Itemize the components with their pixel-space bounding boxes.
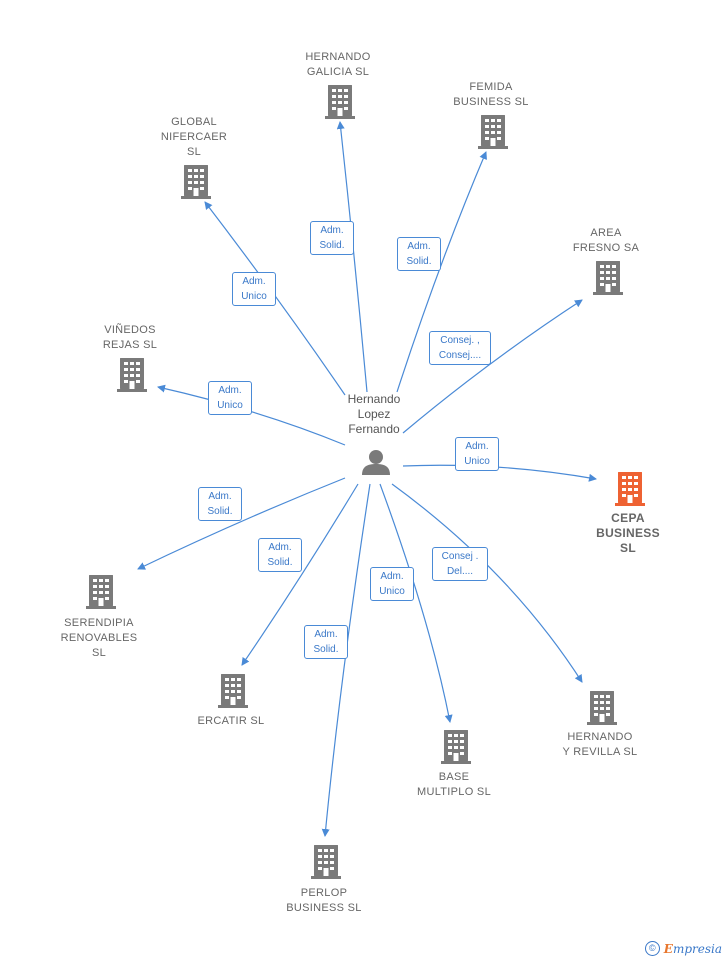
company-label-hernando-y-revilla[interactable]: HERNANDO Y REVILLA SL: [562, 731, 638, 758]
person-icon[interactable]: [362, 450, 390, 475]
role-badge-cepa-business[interactable]: Adm. Unico: [455, 437, 499, 471]
edges-layer: [137, 121, 597, 837]
company-label-femida-business[interactable]: FEMIDA BUSINESS SL: [453, 81, 529, 108]
building-icon-cepa-business[interactable]: [615, 472, 645, 506]
edge-hernando-y-revilla: [391, 483, 583, 683]
footer-brand: © Empresia: [644, 941, 722, 956]
role-badge-base-multiplo[interactable]: Adm. Unico: [370, 567, 414, 601]
brand-logo: Empresia: [663, 941, 722, 956]
company-label-area-fresno[interactable]: AREA FRESNO SA: [572, 227, 640, 254]
company-label-hernando-galicia[interactable]: HERNANDO GALICIA SL: [305, 51, 371, 78]
person-name-label[interactable]: Hernando Lopez Fernando: [347, 392, 401, 436]
building-icon-vinedos-rejas[interactable]: [117, 358, 147, 392]
role-badge-ercatir[interactable]: Adm. Solid.: [258, 538, 302, 572]
building-icon-global-nifercaer[interactable]: [181, 165, 211, 199]
role-badge-hernando-galicia[interactable]: Adm. Solid.: [310, 221, 354, 255]
edge-cepa-business: [402, 464, 597, 482]
building-icon-perlop-business[interactable]: [311, 845, 341, 879]
copyright-icon: ©: [644, 941, 660, 956]
role-badge-serendipia-renovables[interactable]: Adm. Solid.: [198, 487, 242, 521]
building-icon-hernando-y-revilla[interactable]: [587, 691, 617, 725]
role-badge-vinedos-rejas[interactable]: Adm. Unico: [208, 381, 252, 415]
role-badge-global-nifercaer[interactable]: Adm. Unico: [232, 272, 276, 306]
company-label-ercatir[interactable]: ERCATIR SL: [197, 715, 265, 727]
edge-base-multiplo: [379, 483, 453, 723]
edge-ercatir: [241, 483, 359, 666]
edge-area-fresno: [402, 299, 583, 434]
company-label-vinedos-rejas[interactable]: VIÑEDOS REJAS SL: [102, 324, 158, 351]
edge-vinedos-rejas: [157, 384, 346, 446]
role-badge-perlop-business[interactable]: Adm. Solid.: [304, 625, 348, 659]
building-icon-serendipia-renovables[interactable]: [86, 575, 116, 609]
building-icon-ercatir[interactable]: [218, 674, 248, 708]
building-icon-area-fresno[interactable]: [593, 261, 623, 295]
company-label-cepa-business[interactable]: CEPA BUSINESS SL: [596, 511, 660, 555]
building-icon-femida-business[interactable]: [478, 115, 508, 149]
company-label-serendipia-renovables[interactable]: SERENDIPIA RENOVABLES SL: [60, 617, 138, 659]
company-label-global-nifercaer[interactable]: GLOBAL NIFERCAER SL: [160, 116, 228, 158]
edge-global-nifercaer: [204, 201, 346, 396]
role-badge-femida-business[interactable]: Adm. Solid.: [397, 237, 441, 271]
company-label-base-multiplo[interactable]: BASE MULTIPLO SL: [416, 771, 491, 798]
role-badge-area-fresno[interactable]: Consej. , Consej....: [429, 331, 491, 365]
company-label-perlop-business[interactable]: PERLOP BUSINESS SL: [286, 887, 362, 914]
building-icon-hernando-galicia[interactable]: [325, 85, 355, 119]
edge-serendipia-renovables: [137, 477, 346, 570]
building-icon-base-multiplo[interactable]: [441, 730, 471, 764]
edge-hernando-galicia: [336, 121, 368, 393]
edge-perlop-business: [321, 483, 371, 837]
role-badge-hernando-y-revilla[interactable]: Consej . Del....: [432, 547, 488, 581]
